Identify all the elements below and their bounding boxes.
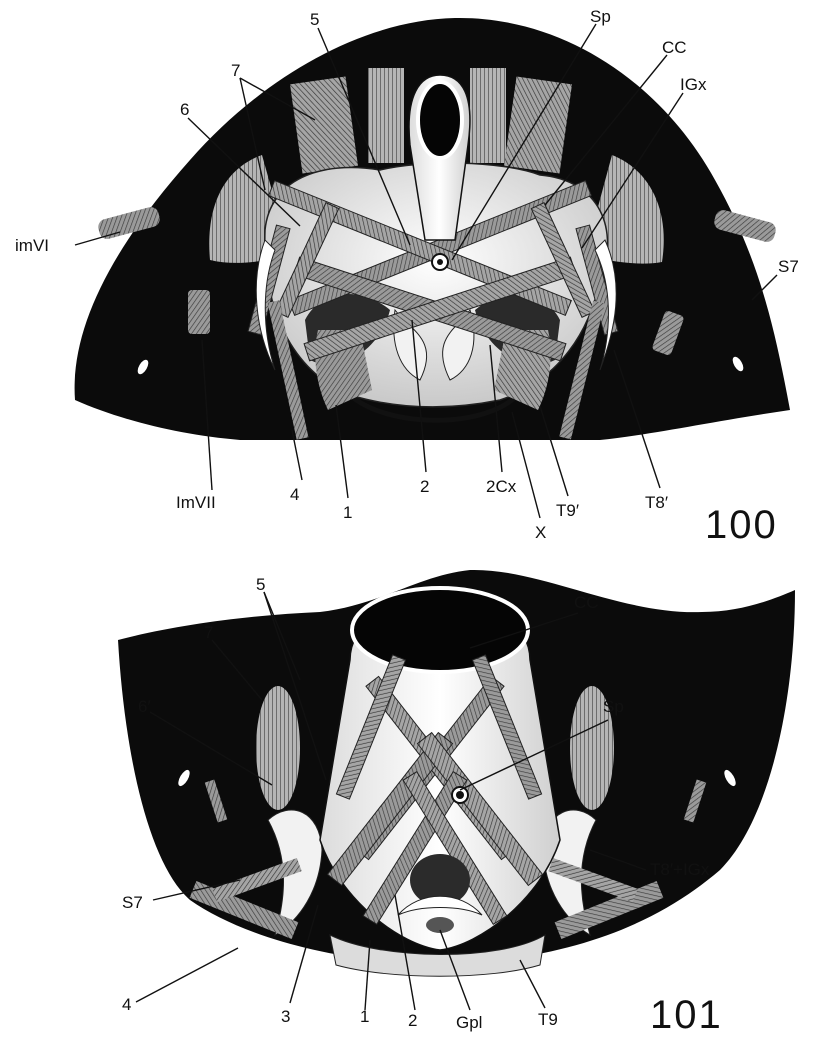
figure-100-label-igx: IGx — [680, 75, 707, 94]
figure-100-label-4: 4 — [290, 485, 299, 504]
figure-101-label-5: 5 — [256, 575, 265, 594]
figure-100-sp-opening-center — [437, 259, 443, 265]
figure-100-muscle-5-right — [470, 68, 506, 163]
figure-101-label-sp: Sp — [603, 697, 624, 716]
figure-100-label-2: 2 — [420, 477, 429, 496]
figure-100-label-cc: CC — [662, 38, 687, 57]
figure-101-label-3: 3 — [281, 1007, 290, 1026]
figure-101-funnel-opening — [352, 588, 528, 672]
figure-100-label-imvii: ImVII — [176, 493, 216, 512]
figure-100-label-t8p: T8′ — [645, 493, 668, 512]
figure-101-label-2: 2 — [408, 1011, 417, 1030]
figure-101-label-1: 1 — [360, 1007, 369, 1026]
figure-100-label-7: 7 — [231, 61, 240, 80]
figure-101-label-4: 4 — [122, 995, 131, 1014]
figure-101-label-6p: 6′ — [138, 697, 151, 716]
figure-100: 5 7 6 imVI ImVII 4 1 2 2Cx X T9′ T8′ S7 … — [15, 7, 799, 547]
figure-100-tube-opening — [418, 82, 462, 158]
figure-100-muscle-5-left — [368, 68, 404, 163]
figure-101-label-cc: CC — [574, 593, 599, 612]
figure-100-number: 100 — [705, 503, 778, 547]
figure-101-label-t8igx: T8′+IGx — [650, 860, 710, 879]
figure-100-label-sp: Sp — [590, 7, 611, 26]
figure-100-label-x: X — [535, 523, 546, 542]
figure-101-label-7: 7 — [204, 623, 213, 642]
figure-100-label-1: 1 — [343, 503, 352, 522]
figure-101-muscle-7-left — [256, 686, 300, 810]
figure-100-label-6: 6 — [180, 100, 189, 119]
figure-101-label-t9: T9 — [538, 1010, 558, 1029]
figure-101: 5 7 6′ S7 4 3 1 2 Gpl T9 T8′+IGx Sp CC 1… — [118, 570, 795, 1037]
figure-100-peg-imvii — [188, 290, 210, 334]
figure-100-label-5: 5 — [310, 10, 319, 29]
figure-101-sp-opening-center — [456, 791, 464, 799]
figure-101-label-gpl: Gpl — [456, 1013, 482, 1032]
figure-100-label-s7: S7 — [778, 257, 799, 276]
figure-100-label-t9p: T9′ — [556, 501, 579, 520]
figure-100-label-imvi: imVI — [15, 236, 49, 255]
figure-101-label-s7: S7 — [122, 893, 143, 912]
figure-101-number: 101 — [650, 993, 723, 1037]
figure-100-label-2cx: 2Cx — [486, 477, 517, 496]
